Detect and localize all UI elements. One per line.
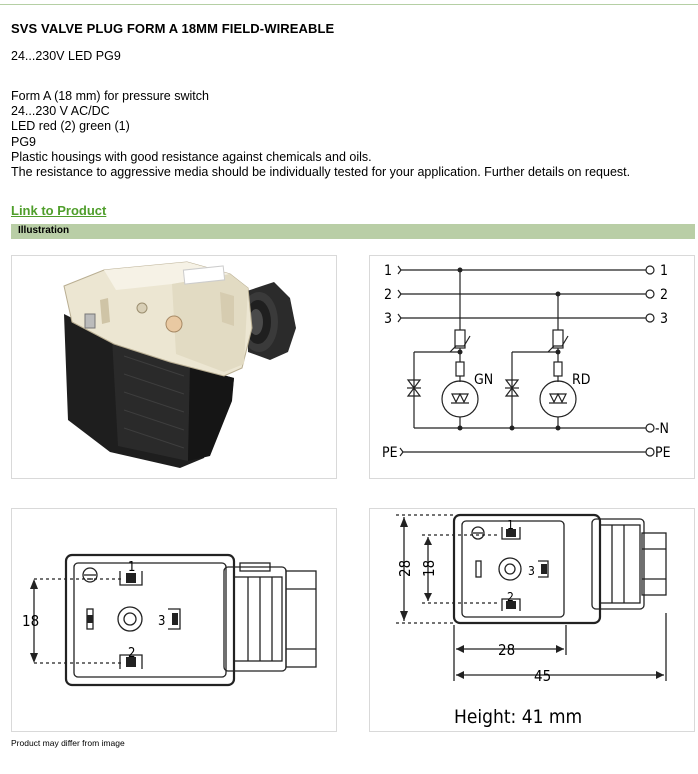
section-heading: Illustration xyxy=(18,225,70,236)
side-dim-width: 28 xyxy=(498,641,515,659)
product-description: Form A (18 mm) for pressure switch 24...… xyxy=(11,89,630,180)
product-title: SVS VALVE PLUG FORM A 18MM FIELD-WIREABL… xyxy=(11,21,335,36)
product-subtitle: 24...230V LED PG9 xyxy=(11,49,121,63)
product-photo xyxy=(63,261,296,468)
output-label: 2 xyxy=(660,287,668,303)
front-dim-label: 18 xyxy=(22,612,39,630)
pe-right-label: PE xyxy=(655,445,671,461)
wiring-diagram: 1 2 3 1 2 3 GN RD -N PE PE xyxy=(382,263,671,461)
height-note: Height: 41 mm xyxy=(454,706,582,728)
wiring-diagram-panel: 1 2 3 1 2 3 GN RD -N PE PE xyxy=(369,255,695,479)
top-rule xyxy=(0,4,698,5)
description-line: Form A (18 mm) for pressure switch xyxy=(11,89,209,103)
pin-label: 2 xyxy=(128,646,135,661)
description-line: PG9 xyxy=(11,134,37,149)
input-label: 1 xyxy=(384,263,392,279)
description-line: LED red (2) green (1) xyxy=(11,119,130,134)
pin-label: 1 xyxy=(507,518,514,532)
side-dim-outer: 28 xyxy=(396,560,414,577)
output-label: 3 xyxy=(660,311,668,327)
footer-note: Product may differ from image xyxy=(11,738,125,748)
side-view-drawing: 28 18 28 45 Height: 41 mm 1 2 3 xyxy=(396,513,667,728)
product-photo-panel xyxy=(11,255,337,479)
pin-label: 1 xyxy=(128,560,135,575)
section-bar: Illustration xyxy=(11,224,695,239)
front-view-drawing: 18 1 2 3 xyxy=(22,553,317,687)
product-link[interactable]: Link to Product xyxy=(11,203,107,218)
description-line: Plastic housings with good resistance ag… xyxy=(11,149,372,164)
led-label-gn: GN xyxy=(474,372,493,388)
description-line: 24...230 V AC/DC xyxy=(11,104,110,119)
output-label: 1 xyxy=(660,263,668,279)
led-label-rd: RD xyxy=(572,372,590,388)
side-dim-length: 45 xyxy=(534,667,551,685)
side-dim-inner: 18 xyxy=(420,560,438,577)
input-label: 3 xyxy=(384,311,392,327)
input-label: 2 xyxy=(384,287,392,303)
pe-left-label: PE xyxy=(382,445,398,461)
front-view-panel: 18 1 2 3 xyxy=(11,508,337,732)
description-line: The resistance to aggressive media shoul… xyxy=(11,165,631,180)
neutral-label: -N xyxy=(655,421,669,437)
pin-label: 3 xyxy=(528,564,535,578)
pin-label: 2 xyxy=(507,590,514,604)
side-view-panel: 28 18 28 45 Height: 41 mm 1 2 3 xyxy=(369,508,695,732)
pin-label: 3 xyxy=(158,614,165,629)
